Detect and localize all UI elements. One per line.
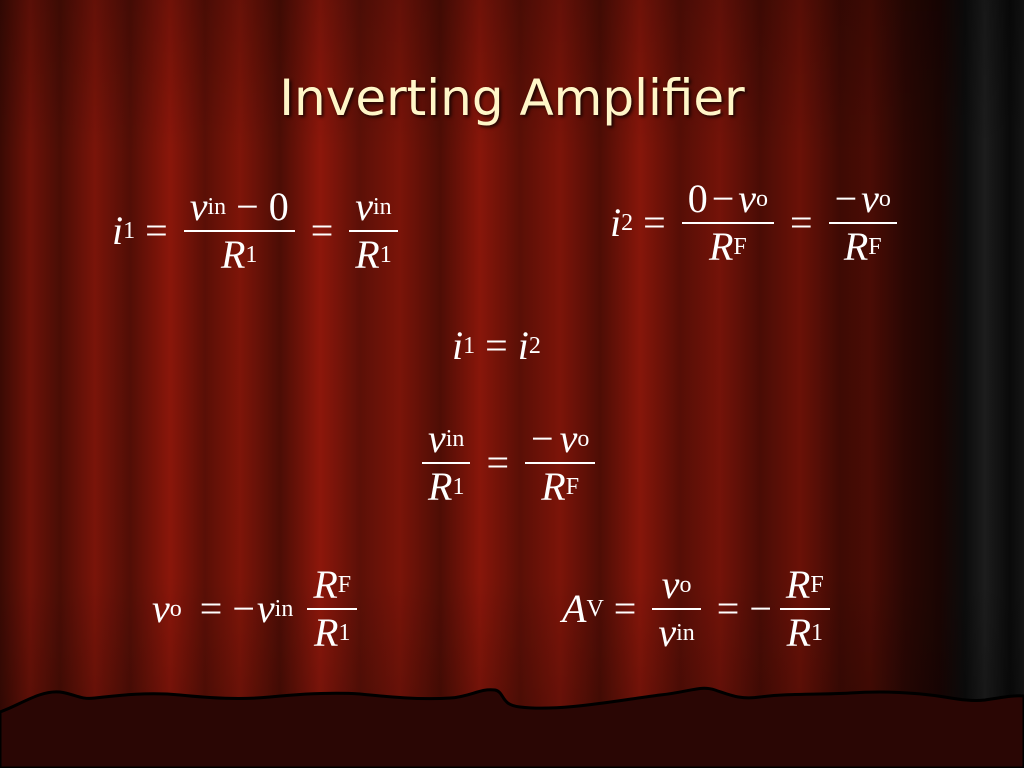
symbol-v: v bbox=[861, 176, 879, 221]
number-zero: 0 bbox=[687, 176, 708, 221]
equals-sign: = bbox=[199, 586, 223, 631]
fraction-bar bbox=[779, 608, 830, 610]
fraction-bar bbox=[681, 222, 775, 224]
minus-sign: − bbox=[531, 416, 554, 461]
equals-sign: = bbox=[145, 208, 168, 253]
fraction-bar bbox=[307, 608, 358, 610]
symbol-v: v bbox=[658, 610, 677, 655]
symbol-r: R bbox=[314, 610, 339, 655]
symbol-v: v bbox=[355, 184, 374, 229]
minus-sign: − bbox=[236, 184, 259, 229]
symbol-i: i bbox=[517, 323, 529, 368]
symbol-i: i bbox=[610, 200, 622, 245]
fraction-bar bbox=[349, 230, 398, 232]
symbol-r: R bbox=[541, 464, 566, 509]
symbol-v: v bbox=[428, 416, 446, 461]
equals-sign: = bbox=[790, 200, 813, 245]
minus-sign: − bbox=[232, 586, 255, 631]
symbol-v: v bbox=[661, 562, 680, 607]
symbol-a: A bbox=[562, 586, 587, 631]
slide-title: Inverting Amplifier bbox=[279, 69, 745, 127]
fraction-bar bbox=[525, 462, 596, 464]
fraction-bar bbox=[183, 230, 295, 232]
symbol-v: v bbox=[559, 416, 578, 461]
symbol-r: R bbox=[355, 232, 380, 277]
minus-sign: − bbox=[711, 176, 735, 221]
symbol-v: v bbox=[189, 184, 208, 229]
equals-sign: = bbox=[643, 200, 666, 245]
symbol-v: v bbox=[152, 586, 170, 631]
symbol-r: R bbox=[708, 224, 734, 269]
fraction-bar bbox=[422, 462, 471, 464]
symbol-i: i bbox=[112, 208, 124, 253]
minus-sign: − bbox=[749, 586, 772, 631]
symbol-r: R bbox=[220, 232, 246, 277]
symbol-i: i bbox=[452, 323, 464, 368]
equals-sign: = bbox=[613, 586, 637, 631]
symbol-r: R bbox=[313, 562, 338, 607]
symbol-v: v bbox=[256, 586, 275, 631]
symbol-v: v bbox=[738, 176, 757, 221]
symbol-r: R bbox=[785, 562, 811, 607]
symbol-r: R bbox=[843, 224, 869, 269]
fraction-bar bbox=[828, 222, 897, 224]
equals-sign: = bbox=[310, 208, 334, 253]
symbol-r: R bbox=[428, 464, 453, 509]
equals-sign: = bbox=[486, 440, 509, 485]
equals-sign: = bbox=[716, 586, 740, 631]
number-zero: 0 bbox=[268, 184, 289, 229]
minus-sign: − bbox=[834, 176, 858, 221]
equals-sign: = bbox=[485, 323, 508, 368]
fraction-bar bbox=[652, 608, 701, 610]
symbol-r: R bbox=[786, 610, 812, 655]
